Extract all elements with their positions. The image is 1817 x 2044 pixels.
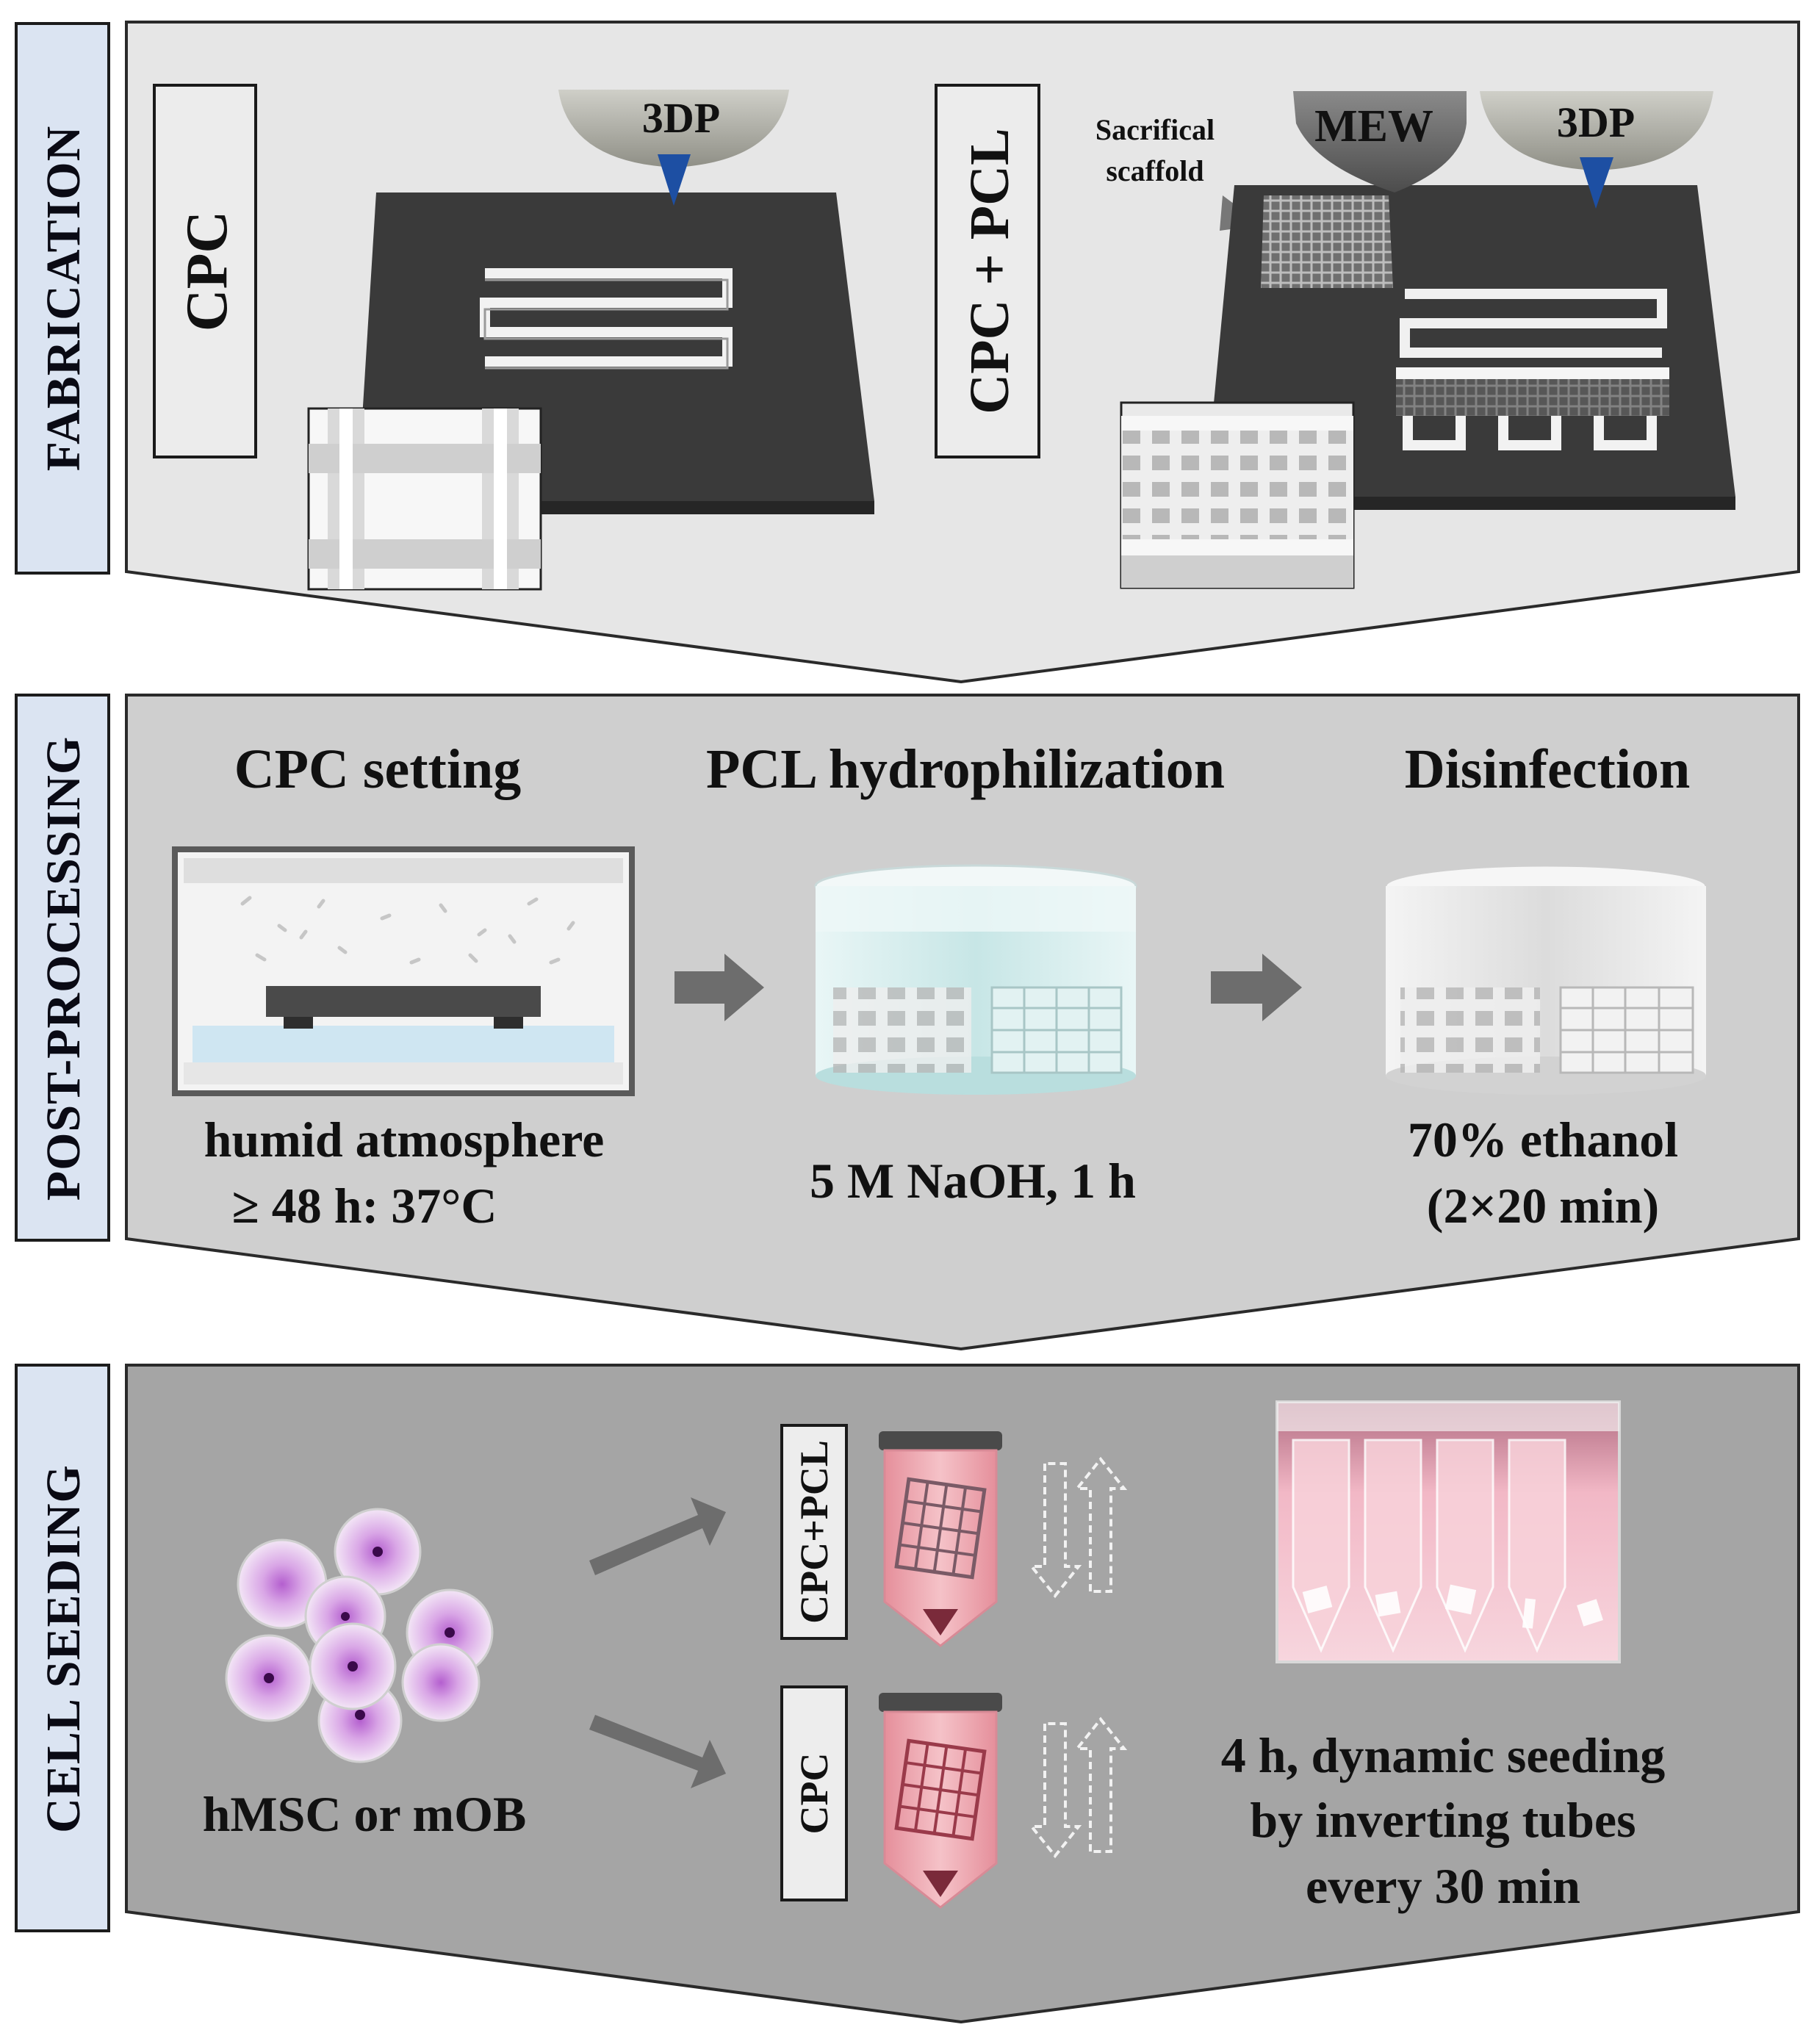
ethanol-line1: 70% ethanol [1408,1112,1678,1167]
seeding-desc-line2: by inverting tubes [1250,1792,1636,1848]
3dp-nozzle-left-tip [658,154,691,206]
naoh-line1: 5 M NaOH, 1 h [810,1153,1136,1209]
cpc-box-label: CPC [175,211,240,331]
post-processing-side-label: POST-PROCESSING [37,736,90,1201]
3dp-nozzle-right-tip [1580,157,1613,209]
post-processing-stage: POST-PROCESSING CPC setting PCL hydrophi… [15,694,1800,1351]
post-processing-side-tab [15,694,110,1242]
tube-bottom-label-box [780,1685,848,1901]
humidity-chamber [172,846,635,1096]
seeding-desc-line3: every 30 min [1306,1858,1580,1914]
3dp-nozzle-left [558,90,789,168]
tube-bottom-label: CPC [792,1753,836,1835]
ethanol-container [1384,864,1708,1095]
sacrificial-label-line1: Sacrifical [1095,113,1215,146]
tubes-photo [1276,1400,1621,1663]
mew-nozzle [1293,91,1467,192]
cpc-label-box [153,84,257,458]
fabrication-stage: FABRICATION CPC 3DP CPC + PCL Sacrifical [15,21,1800,684]
ethanol-line2: (2×20 min) [1427,1178,1659,1234]
cell-seeding-side-label: CELL SEEDING [37,1464,90,1833]
3dp-nozzle-left-label: 3DP [642,94,720,142]
mew-nozzle-label: MEW [1314,101,1433,151]
seeding-desc-line1: 4 h, dynamic seeding [1221,1727,1666,1783]
tube-top-label: CPC+PCL [792,1440,836,1624]
cell-cluster [225,1508,494,1763]
cpc-scaffold-inset [307,407,542,591]
cpc-pcl-scaffold-inset [1120,401,1355,589]
naoh-container [814,864,1137,1095]
tube-cpc-pcl [879,1431,1002,1647]
cpc-pcl-box-label: CPC + PCL [959,128,1021,414]
disinfection-title: Disinfection [1405,738,1690,800]
cells-label: hMSC or mOB [203,1786,527,1842]
pcl-hydrophilization-title: PCL hydrophilization [706,738,1225,800]
fabrication-side-label: FABRICATION [37,126,90,472]
cpc-setting-line1: humid atmosphere [204,1112,605,1167]
cpc-setting-title: CPC setting [234,738,522,800]
sacrificial-mew-mesh [1261,195,1393,288]
fabrication-side-tab [15,22,110,575]
process-arrow-2 [1211,954,1302,1021]
cpc-setting-line2: ≥ 48 h: 37°C [231,1178,497,1234]
process-arrow-1 [674,954,764,1021]
tube-cpc [879,1693,1002,1909]
tube-top-label-box [780,1424,848,1640]
sacrificial-label-line2: scaffold [1106,154,1203,187]
cell-seeding-stage: CELL SEEDING hMSC or mOB CPC+PCL CPC [15,1364,1800,2024]
cell-seeding-side-tab [15,1364,110,1932]
cpc-pcl-label-box [935,84,1040,458]
3dp-nozzle-right [1480,91,1713,170]
seeding-arrow-top [589,1497,726,1575]
cpc-pcl-printed-structure [1396,289,1669,450]
seeding-arrow-bottom [589,1715,726,1788]
3dp-nozzle-right-label: 3DP [1557,98,1635,146]
